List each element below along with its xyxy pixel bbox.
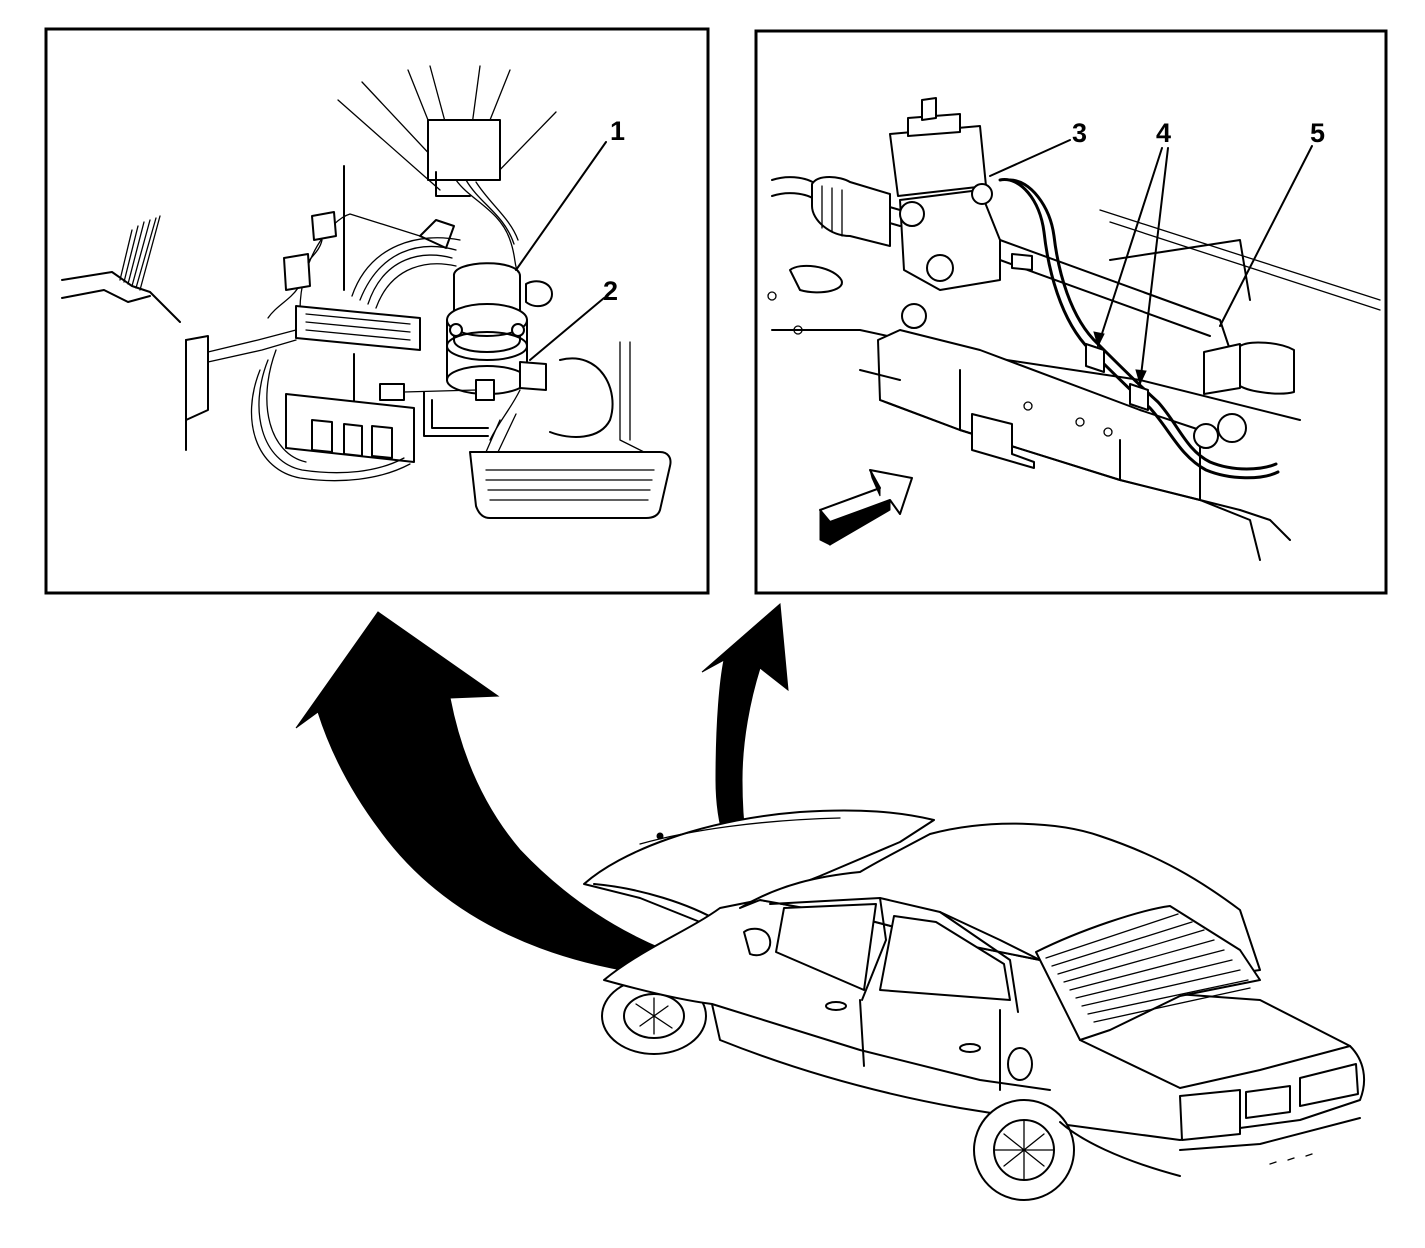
curved-pointer-arrow-icon <box>295 611 763 981</box>
frame-crossmember <box>767 209 1381 561</box>
steering-gear <box>771 97 1295 449</box>
steering-column <box>337 65 557 395</box>
leader-line-3 <box>989 139 1071 177</box>
detail-panel-left: 1 2 <box>44 27 710 595</box>
brake-pedal <box>423 341 672 519</box>
junction-block <box>207 211 495 482</box>
vehicle-illustration <box>583 809 1366 1201</box>
detail-panel-right: 3 4 5 <box>754 29 1388 595</box>
leader-arrow-4a <box>1093 331 1105 348</box>
callout-2: 2 <box>603 276 618 306</box>
leader-line-1 <box>515 141 607 271</box>
gear-harness <box>998 178 1280 480</box>
forward-direction-arrow-icon <box>819 469 913 546</box>
leader-line-5 <box>1219 145 1313 327</box>
leader-line-2 <box>529 297 605 361</box>
callout-3: 3 <box>1072 118 1087 148</box>
callout-4: 4 <box>1156 118 1171 148</box>
leader-arrow-4b <box>1135 369 1147 386</box>
column-harness <box>299 165 519 311</box>
callout-1: 1 <box>610 116 625 146</box>
callout-5: 5 <box>1310 118 1325 148</box>
leader-line-4a <box>1097 147 1163 347</box>
leader-line-4b <box>1139 147 1169 385</box>
wire-bundle-left <box>61 215 209 451</box>
